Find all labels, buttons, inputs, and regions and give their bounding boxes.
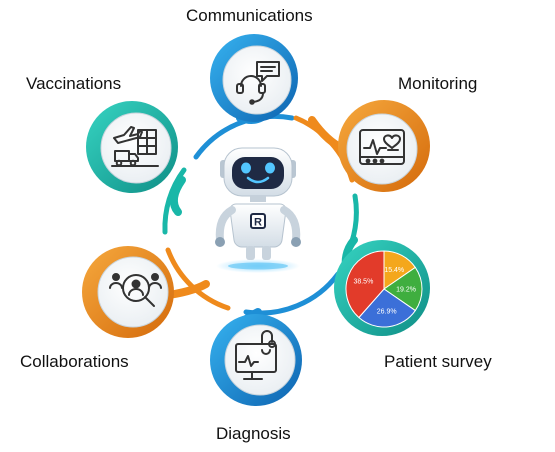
heart-monitor-icon <box>359 129 405 165</box>
pie-chart: 15.4% 19.2% 26.9% 38.5% <box>345 250 423 328</box>
robot-illustration: R <box>215 147 301 273</box>
people-search-icon <box>109 273 162 307</box>
robot-badge <box>250 213 266 229</box>
stethoscope-monitor-icon <box>235 330 277 380</box>
robot-face <box>232 157 284 189</box>
pie-slice-label: 19.2% <box>396 287 416 294</box>
headset-chat-icon <box>236 61 280 105</box>
node-patient-survey: 15.4% 19.2% 26.9% 38.5% <box>334 240 430 336</box>
label-vaccinations: Vaccinations <box>26 74 122 93</box>
pie-slice-label: 38.5% <box>353 279 373 286</box>
node-vaccinations <box>86 101 178 193</box>
label-monitoring: Monitoring <box>398 74 478 93</box>
node-monitoring <box>338 100 430 192</box>
node-diagnosis <box>210 314 302 406</box>
label-diagnosis: Diagnosis <box>216 424 291 443</box>
label-patient-survey: Patient survey <box>384 352 492 371</box>
label-collaborations: Collaborations <box>20 352 129 371</box>
plane-truck-cargo-icon <box>111 126 159 167</box>
pie-slice <box>358 288 416 328</box>
pie-slice <box>383 266 423 312</box>
pie-slice <box>345 250 385 319</box>
label-communications: Communications <box>186 6 313 25</box>
pie-slice-label: 15.4% <box>384 267 404 274</box>
robot-badge-letter: R <box>254 217 262 229</box>
pie-slice-label: 26.9% <box>377 308 397 315</box>
node-communications <box>210 34 298 122</box>
node-collaborations <box>82 246 174 338</box>
